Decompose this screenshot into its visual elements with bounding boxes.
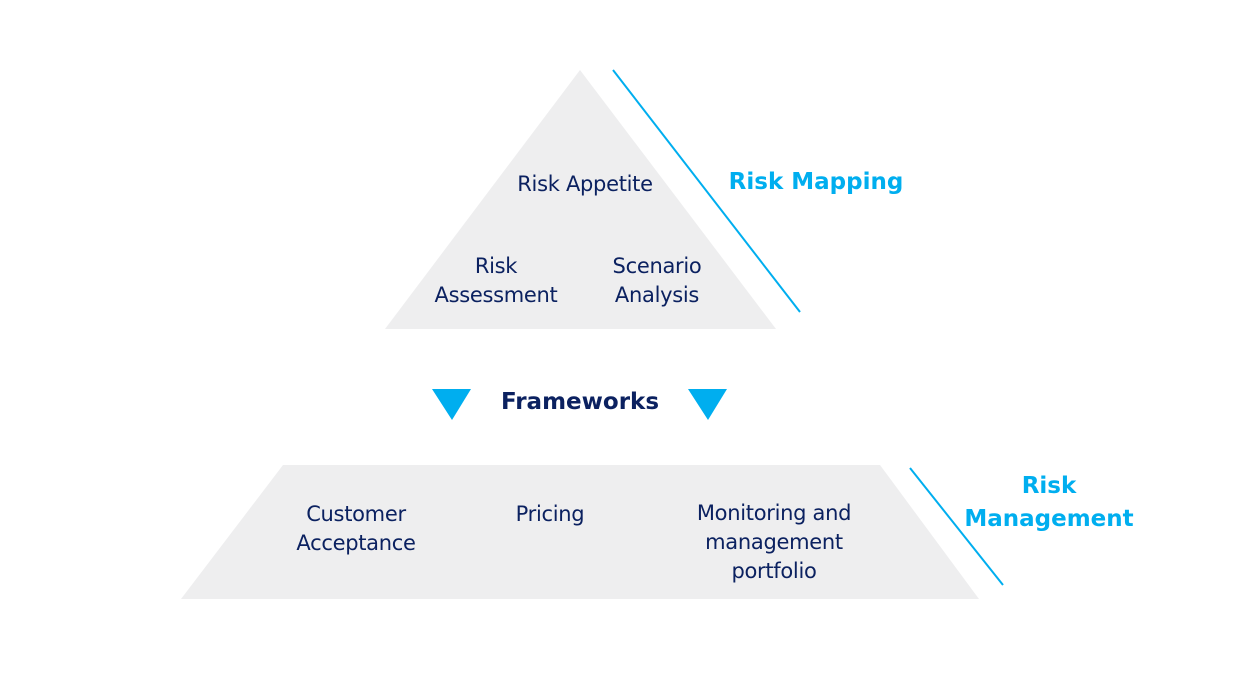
pricing-label: Pricing <box>515 502 585 526</box>
bottom-trapezoid <box>181 465 979 599</box>
top-triangle <box>385 70 776 329</box>
risk-mapping-label: Risk Mapping <box>728 169 904 195</box>
risk-appetite-label: Risk Appetite <box>517 172 653 196</box>
monitoring-portfolio-label: Monitoring and management portfolio <box>696 501 852 583</box>
risk-assessment-label: Risk Assessment <box>434 254 558 307</box>
frameworks-label: Frameworks <box>500 389 660 415</box>
left-down-arrow-icon <box>432 389 471 420</box>
risk-management-label: Risk Management <box>964 473 1134 532</box>
right-down-arrow-icon <box>688 389 727 420</box>
risk-management-divider <box>909 467 1004 586</box>
scenario-analysis-label: Scenario Analysis <box>612 254 702 307</box>
risk-mapping-divider <box>612 69 801 313</box>
customer-acceptance-label: Customer Acceptance <box>296 502 416 555</box>
